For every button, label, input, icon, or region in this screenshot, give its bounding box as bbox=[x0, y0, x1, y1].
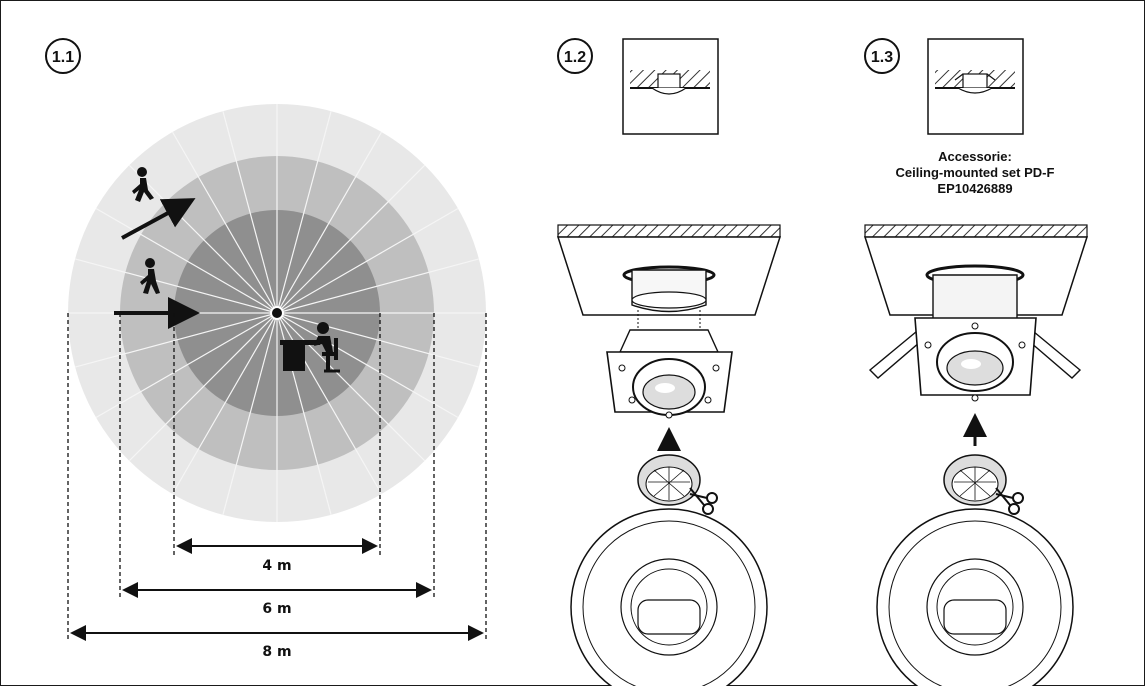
detection-ray bbox=[276, 258, 480, 314]
detector-head bbox=[570, 508, 768, 686]
accessory-name: Ceiling-mounted set PD-F bbox=[896, 165, 1055, 180]
flush-mount-thumbnail bbox=[622, 38, 719, 135]
sealing-cap bbox=[637, 454, 701, 506]
panel-number-badge: 1.2 bbox=[557, 38, 593, 74]
scissors-icon bbox=[689, 487, 718, 515]
panel-number-1-1: 1.1 bbox=[52, 49, 74, 66]
panel-number-1-2: 1.2 bbox=[564, 49, 586, 66]
dimension-arrows bbox=[70, 538, 484, 641]
ceiling-cutaway bbox=[556, 224, 782, 316]
dimension-label-6m: 6 m bbox=[262, 601, 291, 617]
sensor-center bbox=[270, 306, 284, 320]
walking-person-icon bbox=[132, 167, 154, 202]
detection-ray bbox=[276, 207, 459, 314]
detection-ray bbox=[171, 312, 278, 495]
panel-1-2: 1.2 bbox=[556, 38, 782, 686]
detection-ray bbox=[276, 110, 332, 314]
detection-ray bbox=[128, 312, 278, 462]
detection-ray bbox=[128, 164, 278, 314]
detection-ray bbox=[276, 312, 426, 462]
detection-ray bbox=[74, 258, 278, 314]
accessory-heading: Accessorie: bbox=[938, 149, 1012, 164]
mounting-plate bbox=[606, 329, 733, 419]
detection-ray bbox=[222, 312, 278, 516]
detection-ray bbox=[222, 110, 278, 314]
detector-head bbox=[876, 508, 1074, 686]
ceiling-mount-thumbnail bbox=[927, 38, 1024, 135]
seated-at-desk-icon bbox=[280, 322, 340, 373]
panel-1-3: 1.3 Accessorie: Ceiling-mounted set PD-F… bbox=[863, 38, 1089, 686]
mounting-plate bbox=[914, 317, 1037, 402]
detection-ray bbox=[95, 312, 278, 419]
ceiling-cutaway bbox=[863, 224, 1089, 321]
detection-ray bbox=[276, 164, 426, 314]
detection-ray bbox=[276, 312, 459, 419]
panel-1-1: 1.1 bbox=[45, 38, 487, 660]
panel-number-badge: 1.3 bbox=[864, 38, 900, 74]
detection-ray bbox=[171, 131, 278, 314]
walking-person-icon bbox=[140, 258, 160, 294]
panel-number-1-3: 1.3 bbox=[871, 49, 893, 66]
scissors-icon bbox=[995, 487, 1024, 515]
accessory-code: EP10426889 bbox=[937, 181, 1012, 196]
detection-ray bbox=[276, 131, 383, 314]
dimension-label-4m: 4 m bbox=[262, 558, 291, 574]
tangential-movement-arrow bbox=[121, 198, 196, 240]
sealing-cap bbox=[943, 454, 1007, 506]
detection-ray bbox=[95, 207, 278, 314]
panel-number-badge: 1.1 bbox=[45, 38, 81, 74]
dimension-label-8m: 8 m bbox=[262, 644, 291, 660]
detection-ray bbox=[276, 312, 480, 368]
dimension-guides bbox=[67, 313, 487, 642]
detection-ray bbox=[74, 312, 278, 368]
